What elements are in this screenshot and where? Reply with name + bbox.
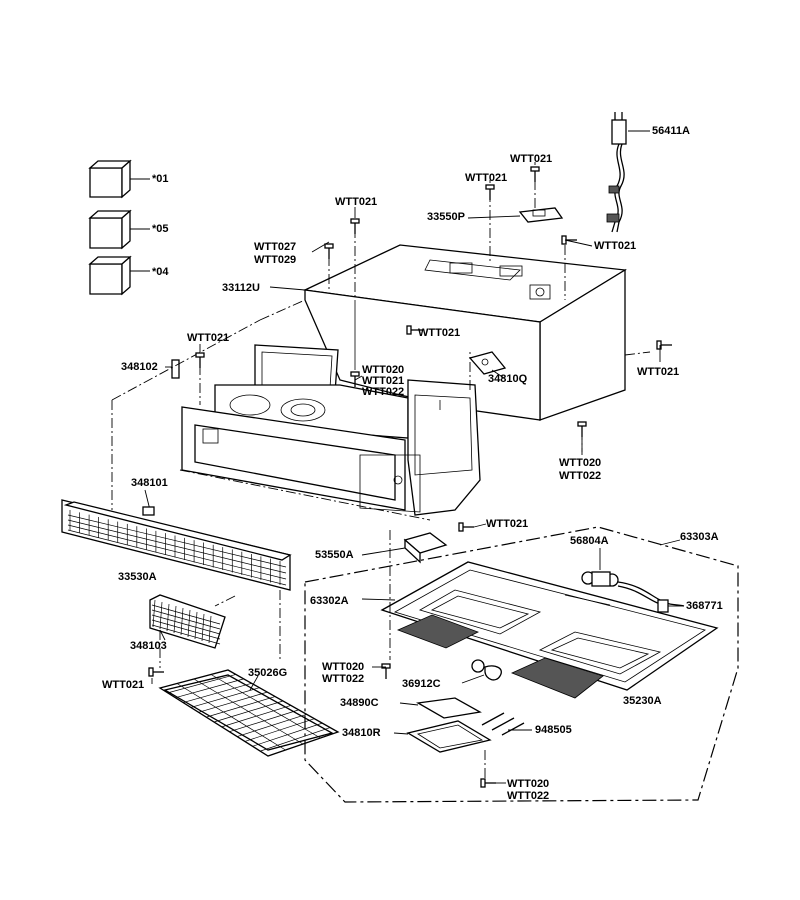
label-screw-base-right: WTT021 xyxy=(486,518,529,530)
part-box-05 xyxy=(88,209,132,250)
label-34810R: 34810R xyxy=(342,727,381,739)
label-base-wtt020: WTT020 xyxy=(322,661,365,673)
frame-34810R xyxy=(406,720,492,753)
screw-icon xyxy=(480,778,496,788)
label-box-05: *05 xyxy=(152,223,169,235)
label-right-wtt020: WTT020 xyxy=(559,457,602,469)
label-56804A: 56804A xyxy=(570,535,609,547)
label-box-04: *04 xyxy=(152,266,169,278)
screw-icon xyxy=(530,166,540,182)
cover-34890C xyxy=(416,697,482,719)
label-948505: 948505 xyxy=(535,724,572,736)
power-cord-56411A xyxy=(606,112,627,233)
label-56411A: 56411A xyxy=(652,125,690,137)
label-33530A: 33530A xyxy=(118,571,157,583)
label-63303A: 63303A xyxy=(680,531,719,543)
label-wtt027: WTT027 xyxy=(254,241,297,253)
label-screw-348102: WTT021 xyxy=(187,332,230,344)
thermostat-36912C xyxy=(471,659,502,681)
screw-icon xyxy=(561,235,577,245)
label-mid-wtt022: WTT022 xyxy=(362,386,405,398)
label-53550A: 53550A xyxy=(315,549,354,561)
label-screw-top-right: WTT021 xyxy=(510,153,553,165)
screw-icon xyxy=(350,371,360,387)
oven-cavity xyxy=(181,344,481,516)
vent-grille-33530A xyxy=(61,499,292,591)
label-348102: 348102 xyxy=(121,361,158,373)
screw-icons xyxy=(148,162,672,788)
sensor-56804A xyxy=(581,571,685,613)
label-348103: 348103 xyxy=(130,640,167,652)
label-wtt029: WTT029 xyxy=(254,254,297,266)
screw-icon xyxy=(195,352,205,368)
bracket-33550P xyxy=(518,207,564,223)
base-plate-63302A xyxy=(380,561,719,699)
cabinet-33112U xyxy=(302,244,627,421)
label-screw-top-left: WTT021 xyxy=(465,172,508,184)
label-33112U: 33112U xyxy=(222,282,260,294)
label-mid-wtt021: WTT021 xyxy=(362,375,405,387)
part-box-01 xyxy=(88,159,132,199)
assembly-outline-63303A xyxy=(304,526,739,803)
rack-35026G xyxy=(158,669,340,757)
label-screw-far-right: WTT021 xyxy=(637,366,680,378)
screw-icon xyxy=(577,421,587,437)
grille-348103 xyxy=(149,594,226,649)
label-34890C: 34890C xyxy=(340,697,379,709)
label-63302A: 63302A xyxy=(310,595,349,607)
label-35230A: 35230A xyxy=(623,695,662,707)
screw-icon xyxy=(656,340,672,350)
bracket-53550A xyxy=(403,532,448,564)
screw-icon xyxy=(381,663,391,679)
screw-icon xyxy=(458,522,474,532)
label-screw-top-center: WTT021 xyxy=(335,196,378,208)
screw-icon xyxy=(324,243,334,259)
label-box-01: *01 xyxy=(152,173,169,185)
screw-icon xyxy=(148,667,164,677)
label-36912C: 36912C xyxy=(402,678,441,690)
label-screw-bottom-left: WTT021 xyxy=(102,679,145,691)
label-33550P: 33550P xyxy=(427,211,465,223)
label-base-wtt022: WTT022 xyxy=(322,673,365,685)
screw-icon xyxy=(485,184,495,200)
label-screw-cabinet-mid: WTT021 xyxy=(418,327,461,339)
clip-348102 xyxy=(171,359,180,379)
label-mid-wtt020: WTT020 xyxy=(362,364,405,376)
construction-lines xyxy=(111,180,651,782)
label-bottom-wtt020: WTT020 xyxy=(507,778,550,790)
label-348101: 348101 xyxy=(131,477,168,489)
label-368771: 368771 xyxy=(686,600,723,612)
label-bottom-wtt022: WTT022 xyxy=(507,790,550,802)
label-34810Q: 34810Q xyxy=(488,373,528,385)
lamps-948505 xyxy=(481,712,525,736)
plate-34810Q xyxy=(468,351,507,375)
screw-icon xyxy=(350,218,360,234)
part-box-04 xyxy=(88,255,132,296)
label-35026G: 35026G xyxy=(248,667,288,679)
label-screw-right-cabinet: WTT021 xyxy=(594,240,637,252)
label-right-wtt022: WTT022 xyxy=(559,470,602,482)
